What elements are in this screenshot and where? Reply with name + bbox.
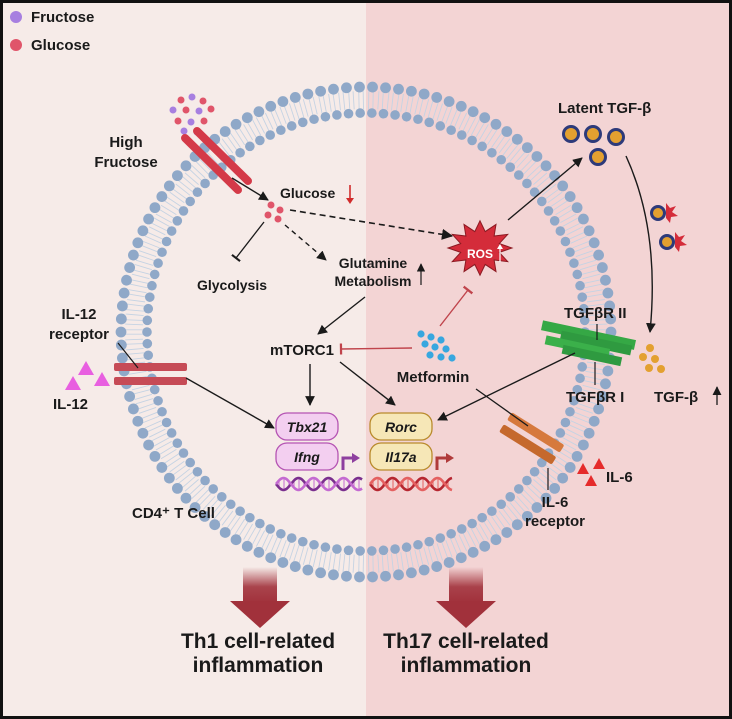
glucose-legend-label: Glucose [31,37,90,54]
glucose-legend-dot [10,39,22,51]
glucose-to-ros-dashed [289,209,454,240]
tgfbr2-label: TGFβR II [564,305,626,322]
th1-transcription-arrowhead [352,453,360,463]
il12r-to-tbx21-arrow [185,377,275,429]
il6-receptor-label: IL-6 [542,494,569,511]
tgfbr-to-rorc-arrow [437,352,576,421]
th1-output-arrow [230,567,290,628]
metformin-to-il6r-line [475,388,529,427]
metformin-label: Metformin [397,369,470,386]
ros-burst [446,219,514,277]
il6-label: IL-6 [606,469,633,486]
glycolysis-inhibition [231,221,265,263]
metformin-inhibits-mtorc1 [339,343,413,355]
th17-output-arrow [436,567,496,628]
fructose-legend-label: Fructose [31,9,94,26]
th17-dna-helix [369,476,453,492]
mtorc1-label: mTORC1 [270,342,334,359]
high-fructose-label: High [109,134,142,151]
th1-outcome-label: Th1 cell-related [181,630,335,653]
il12-label: IL-12 [53,396,88,413]
latent-tgfb-label: Latent TGF-β [558,100,651,117]
tgfbr1-label: TGFβR I [566,389,624,406]
th1-dna-helix [275,476,363,492]
il6-receptor-label-2: receptor [525,513,585,530]
mtorc1-to-rorc-arrow [339,361,396,406]
cell-membrane [115,81,617,583]
il12-receptor-label-2: receptor [49,326,109,343]
th17-transcription-arrowhead [446,453,454,463]
th17-gene-box [369,412,433,471]
fructose-entry-arrow [231,177,269,201]
th17-transcription-arrow [435,456,447,470]
glutamine-label: Glutamine [339,255,408,271]
fructose-legend-dot [10,11,22,23]
metformin-inhibits-ros [439,285,474,327]
glucose-dots [264,201,284,223]
tgfbr-receptors [540,320,636,367]
il6-triangles [577,458,605,486]
ros-label: ROS [467,247,493,261]
tgfb-dots [639,344,665,373]
th17-outcome-label: Th17 cell-related [383,630,549,653]
th17-outcome-label-2: inflammation [401,654,532,677]
il12-receptor-label: IL-12 [61,306,96,323]
rorc-gene: Rorc [385,419,417,435]
glutamine-label-2: Metabolism [334,273,411,289]
th1-transcription-arrow [341,456,353,470]
cleaved-tgfb-complexes [650,203,687,252]
fructose-transporter [181,127,252,194]
tbx21-gene: Tbx21 [287,419,328,435]
latent-tgfb-spheres [562,125,625,166]
latent-activation-arrow [625,155,656,333]
il17a-gene: Il17a [385,449,416,465]
th1-gene-box [275,412,339,471]
il12-triangles [65,361,110,390]
il12-receptor-pointer [117,342,139,369]
glycolysis-label: Glycolysis [197,277,267,293]
glucose-down-arrowhead [346,198,354,204]
th1-outcome-label-2: inflammation [193,654,324,677]
high-fructose-label-2: Fructose [94,154,157,171]
metformin-dots [417,330,456,362]
ifng-gene: Ifng [294,449,320,465]
cell-label: CD4⁺ T Cell [132,505,215,522]
tgfb-label: TGF-β [654,389,698,406]
il12-receptor [114,363,187,385]
glucose-label: Glucose [280,185,335,201]
ros-to-latent-tgfb [507,157,583,221]
il6-receptor [499,412,564,464]
glutamine-to-mtorc1-arrow [317,296,366,335]
ros-up-arrowhead [497,244,503,249]
